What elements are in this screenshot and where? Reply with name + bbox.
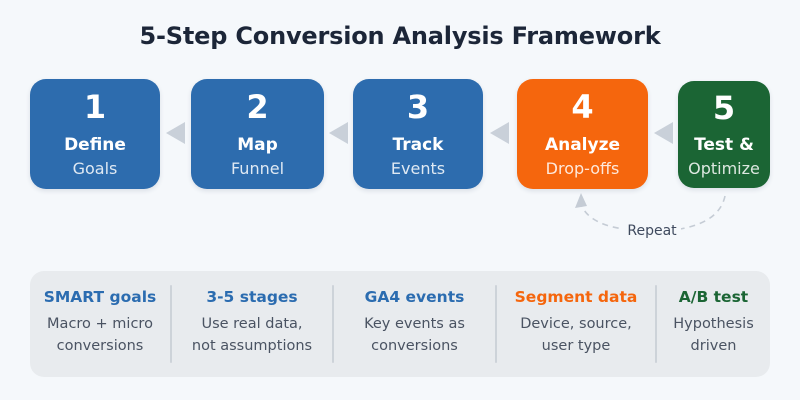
step-number: 5 (712, 88, 736, 127)
arrow-left-icon (166, 122, 185, 144)
step-number: 4 (571, 88, 594, 127)
note-line: Key events as (364, 316, 465, 332)
step-subtitle: Optimize (688, 159, 760, 179)
step-number: 1 (83, 88, 107, 127)
note-heading: A/B test (678, 288, 749, 306)
step-card-define: 1 Define Goals (30, 79, 160, 189)
column-divider (170, 285, 172, 363)
arrow-left-icon (490, 122, 509, 144)
note-line: Device, source, (520, 316, 632, 332)
step-title: Map (237, 134, 278, 155)
step-card-track: 3 Track Events (353, 79, 483, 189)
note-line: user type (541, 338, 611, 354)
step-subtitle: Events (390, 158, 446, 178)
step-title: Define (64, 134, 126, 155)
column-divider (332, 285, 334, 363)
arrow-left-icon (654, 122, 673, 144)
repeat-arrowhead-icon (575, 193, 587, 208)
repeat-label-backdrop (623, 221, 681, 239)
step-card-analyze: 4 Analyze Drop-offs (517, 79, 648, 189)
note-item-ab-test: A/B test Hypothesis driven (657, 271, 770, 377)
note-heading: Segment data (514, 288, 638, 306)
note-heading: 3-5 stages (206, 288, 298, 306)
step-title: Test & (694, 135, 754, 156)
step-card-test-optimize: 5 Test & Optimize (678, 81, 770, 188)
step-subtitle: Funnel (230, 158, 285, 178)
page-title: 5-Step Conversion Analysis Framework (139, 22, 661, 50)
repeat-arc (580, 195, 726, 232)
note-heading: GA4 events (364, 288, 465, 306)
step-subtitle: Goals (72, 158, 118, 178)
note-item-smart-goals: SMART goals Macro + micro conversions (30, 271, 170, 377)
arrow-left-icon (329, 122, 348, 144)
step-title: Track (392, 134, 444, 155)
step-number: 2 (246, 88, 269, 127)
note-line: not assumptions (191, 338, 313, 354)
repeat-label: Repeat (627, 223, 677, 239)
note-line: conversions (56, 338, 144, 354)
note-line: conversions (371, 338, 458, 354)
note-line: driven (690, 338, 737, 354)
note-item-segment-data: Segment data Device, source, user type (497, 271, 655, 377)
note-item-stages: 3-5 stages Use real data, not assumption… (172, 271, 332, 377)
column-divider (495, 285, 497, 363)
repeat-arrow-icon: Repeat (575, 193, 726, 239)
step-number: 3 (406, 88, 430, 127)
notes-panel: SMART goals Macro + micro conversions 3-… (30, 271, 770, 377)
step-card-map: 2 Map Funnel (191, 79, 324, 189)
note-line: Use real data, (201, 316, 303, 332)
step-title: Analyze (544, 134, 621, 155)
note-heading: SMART goals (43, 288, 157, 306)
note-line: Hypothesis (673, 316, 754, 332)
note-line: Macro + micro (47, 316, 153, 332)
column-divider (655, 285, 657, 363)
note-item-ga4-events: GA4 events Key events as conversions (334, 271, 495, 377)
step-subtitle: Drop-offs (545, 158, 620, 178)
